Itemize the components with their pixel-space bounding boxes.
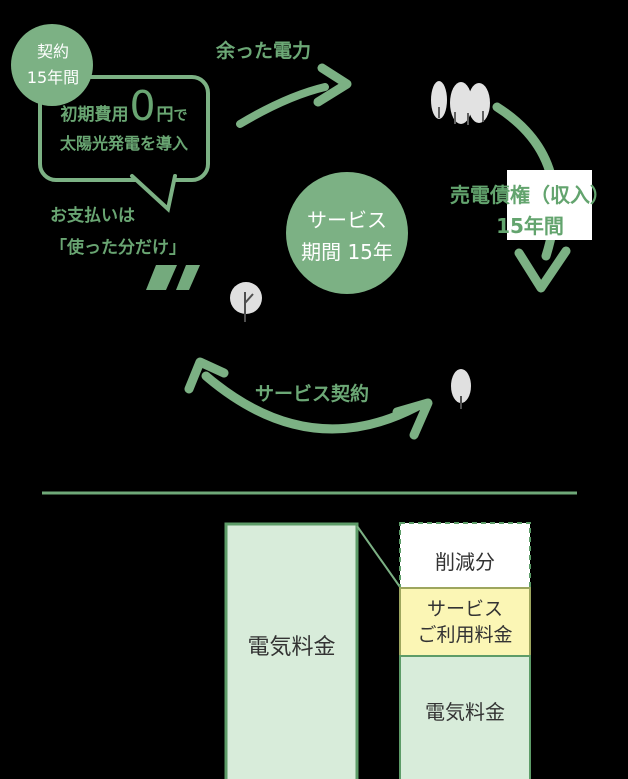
de-text: で: [173, 108, 188, 124]
contract-badge: 契約 15年間: [12, 39, 94, 91]
service-contract-arrow: [201, 371, 421, 434]
tree-group-icon: [431, 81, 490, 125]
service-contract-arrowhead-left-icon: [184, 357, 229, 394]
round-tree-icon: [230, 282, 262, 322]
yen-text: 円: [156, 105, 174, 125]
service-fee-segment: [399, 587, 531, 657]
payment-note-line1: お支払いは: [50, 206, 135, 226]
surplus-power-arrowhead-icon: [313, 63, 352, 107]
zero-yen-number: 0: [129, 82, 156, 130]
speech-bubble: [38, 75, 210, 182]
service-contract-label: サービス契約: [255, 383, 370, 405]
right-bar-electricity-label: 電気料金: [425, 700, 505, 724]
solar-panel-icon: [146, 265, 200, 290]
service-fee-label: サービス ご利用料金: [400, 596, 530, 648]
service-fee-line2: ご利用料金: [417, 624, 513, 646]
service-period-circle: [286, 172, 408, 294]
service-fee-line1: サービス: [426, 598, 503, 620]
surplus-power-arrow: [236, 83, 329, 128]
sale-credit-line2: 15年間: [496, 214, 564, 238]
bottom-tree-icon: [451, 369, 471, 409]
left-bar-label: 電気料金: [247, 635, 336, 660]
service-period-line1: サービス: [307, 208, 387, 232]
bar-connector-line: [356, 525, 401, 588]
sale-credit-label-box: [507, 170, 592, 240]
sale-credit-arrowhead-icon: [514, 246, 571, 293]
contract-badge-circle: [11, 24, 93, 106]
initial-cost-text: 初期費用: [60, 105, 129, 125]
sale-credit-line1: 売電債権（収入）: [450, 183, 610, 207]
sale-credit-label: 売電債権（収入） 15年間: [440, 180, 620, 242]
service-period-label: サービス 期間 15年: [287, 204, 407, 268]
service-period-line2: 期間 15年: [301, 240, 393, 264]
right-electricity-segment: [399, 655, 531, 779]
contract-badge-line2: 15年間: [26, 68, 80, 87]
payment-note-line2: 「使った分だけ」: [50, 238, 186, 258]
reduction-segment: [399, 522, 531, 589]
surplus-power-label: 余った電力: [216, 40, 312, 62]
payment-note: お支払いは 「使った分だけ」: [50, 200, 186, 264]
service-contract-arrowhead-right-icon: [392, 398, 433, 440]
reduction-label: 削減分: [435, 550, 495, 574]
contract-badge-line1: 契約: [36, 42, 69, 61]
speech-bubble-line1: 初期費用 0 円 で: [44, 86, 204, 127]
left-electricity-bar: [224, 522, 359, 779]
speech-bubble-tail: [130, 174, 177, 213]
speech-bubble-text: 初期費用 0 円 で 太陽光発電を導入: [44, 86, 204, 154]
speech-bubble-line2: 太陽光発電を導入: [59, 134, 188, 153]
